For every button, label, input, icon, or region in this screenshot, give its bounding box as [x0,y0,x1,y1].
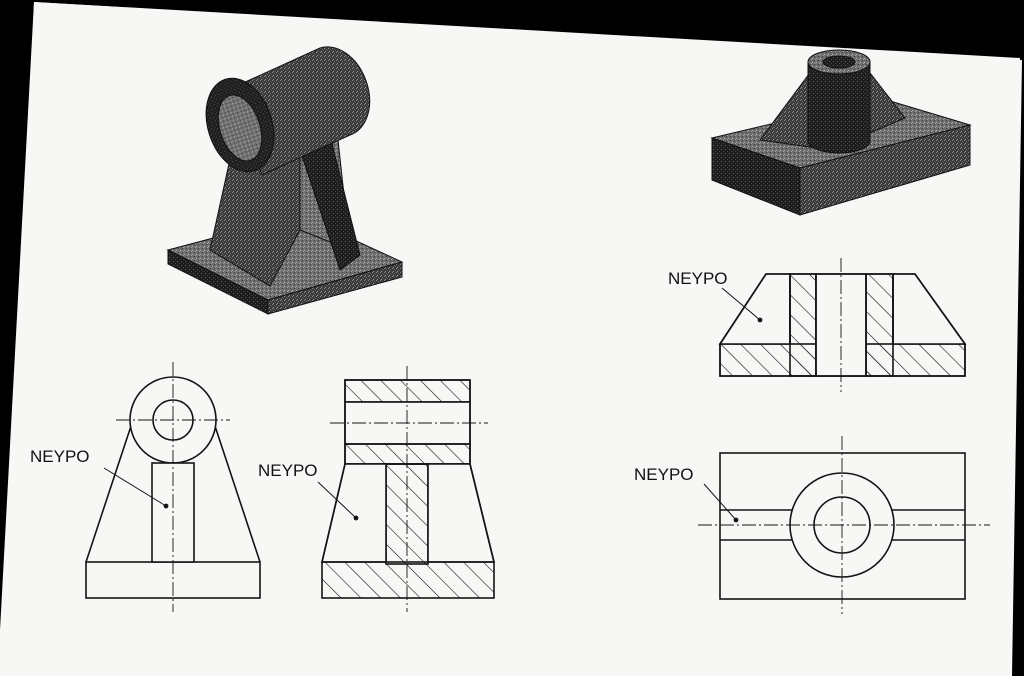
label-web-block-section: NEYPO [668,269,728,288]
label-web-front: NEYPO [30,447,90,466]
isometric-bearing-bracket [166,46,404,315]
isometric-block-with-boss [710,49,972,216]
block-section-view [718,258,967,392]
block-top-view [698,436,990,614]
bearing-side-section [317,366,496,612]
label-web-side: NEYPO [258,461,318,480]
bearing-front-view [85,362,261,612]
label-web-top-view: NEYPO [634,465,694,484]
